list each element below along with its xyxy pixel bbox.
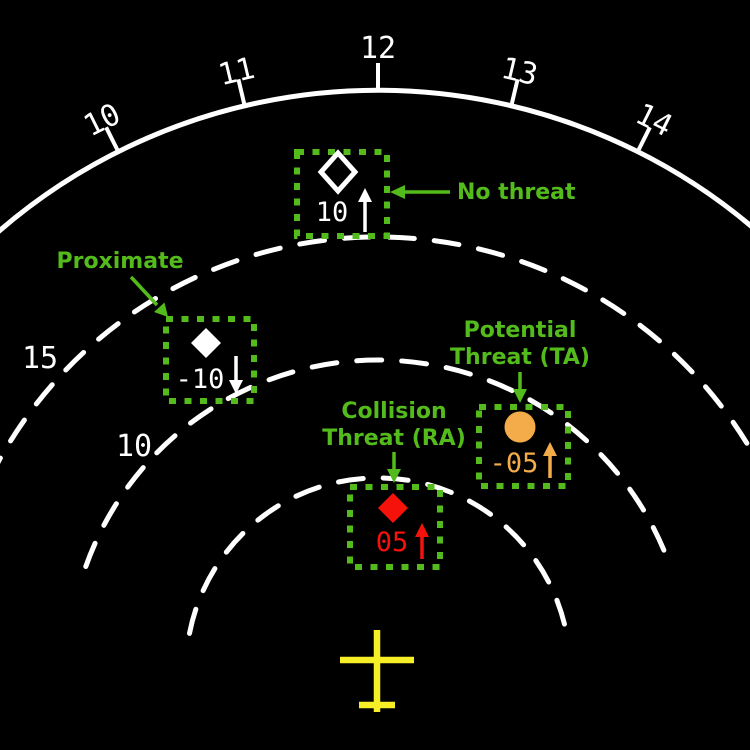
range-ring-10-label: 10 (116, 429, 152, 464)
tick-11 (236, 78, 247, 106)
potential-threat-pointer-arrow-icon (513, 372, 527, 403)
potential-threat-label: Potential Threat (TA) (450, 317, 590, 371)
filled-diamond-icon (191, 328, 221, 358)
proximate-descend-arrow-icon (229, 356, 243, 394)
no-threat-pointer-arrow-icon (390, 185, 450, 199)
open-diamond-icon (317, 149, 359, 195)
proximate-altitude: -10 (176, 364, 225, 395)
no-threat-label: No threat (457, 180, 576, 205)
filled-circle-icon (504, 411, 536, 443)
proximate-pointer-arrow-icon (129, 275, 168, 317)
range-ring-15-label: 15 (22, 341, 58, 376)
potential-threat-box (476, 404, 571, 489)
collision-threat-pointer-arrow-icon (387, 452, 401, 483)
range-ring-5 (187, 475, 569, 636)
bearing-arc (0, 87, 750, 234)
collision-threat-altitude: 05 (376, 527, 409, 558)
bearing-label-10: 10 (78, 97, 126, 144)
tick-10 (104, 126, 120, 153)
range-ring-15 (0, 234, 750, 465)
proximate-label: Proximate (56, 249, 184, 274)
collision-threat-box (347, 484, 443, 570)
collision-threat-label-line2: Threat (RA) (322, 426, 466, 451)
collision-threat-label-line1: Collision (341, 399, 447, 424)
target-boxes-group (163, 149, 571, 570)
bearing-label-12: 12 (360, 31, 396, 66)
potential-threat-climb-arrow-icon (543, 442, 557, 478)
no-threat-box (294, 149, 390, 239)
collision-threat-climb-arrow-icon (415, 523, 429, 559)
no-threat-altitude: 10 (316, 197, 349, 228)
no-threat-climb-arrow-icon (358, 188, 372, 232)
collision-threat-label: Collision Threat (RA) (322, 398, 466, 452)
range-ring-10 (83, 357, 673, 569)
bearing-arc-group: 10 11 12 13 14 (0, 31, 750, 234)
ownship-airplane-icon (340, 630, 414, 712)
potential-threat-altitude: -05 (490, 448, 539, 479)
range-rings-group (0, 234, 750, 636)
bearing-label-11: 11 (215, 51, 258, 93)
proximate-box (163, 316, 257, 404)
bearing-label-14: 14 (630, 97, 678, 144)
potential-threat-label-line2: Threat (TA) (450, 345, 590, 370)
tick-14 (636, 126, 652, 153)
tick-13 (509, 78, 520, 106)
red-diamond-icon (378, 493, 408, 523)
potential-threat-label-line1: Potential (463, 318, 577, 343)
bearing-label-13: 13 (498, 51, 541, 93)
